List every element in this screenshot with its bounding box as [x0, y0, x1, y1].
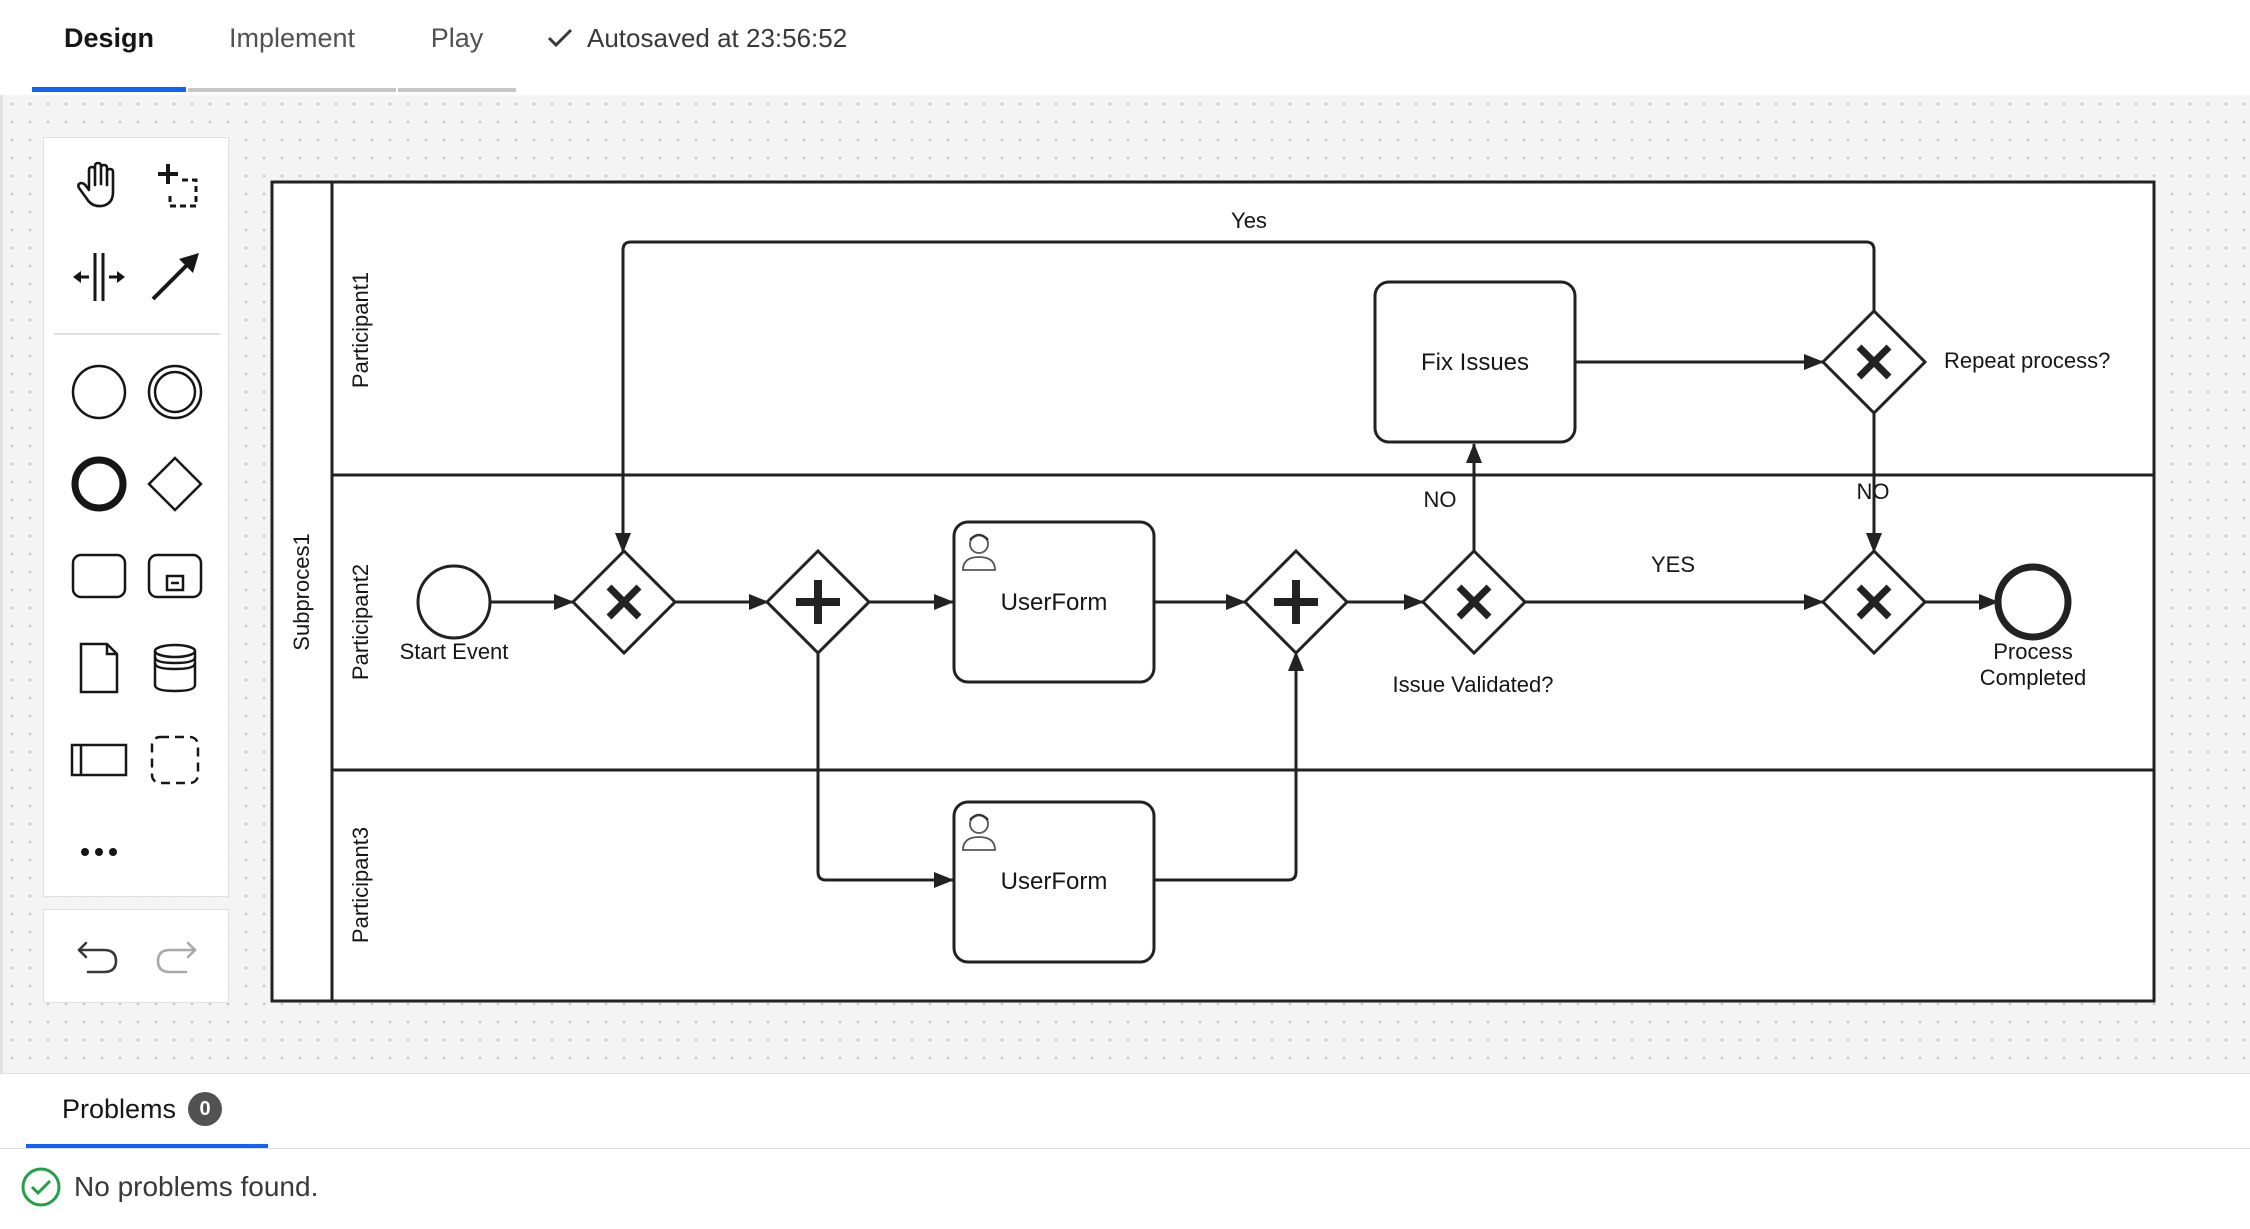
lane-label-participant2: Participant2 — [348, 564, 373, 680]
parallel-gateway-2[interactable] — [1242, 548, 1350, 656]
connect-tool-icon[interactable] — [140, 242, 210, 312]
start-event-label: Start Event — [400, 639, 509, 664]
end-event[interactable] — [1994, 563, 2072, 641]
flow-label-no-repeat: NO — [1857, 479, 1890, 504]
tab-design[interactable]: Design — [32, 0, 186, 92]
top-tab-bar: Design Implement Play Autosaved at 23:56… — [0, 0, 2250, 96]
problems-message-text: No problems found. — [74, 1171, 319, 1202]
user-icon — [962, 813, 996, 851]
flow-userform2-to-parallel2 — [1155, 651, 1304, 882]
more-icon[interactable] — [64, 817, 134, 887]
problems-panel: Problems 0 No problems found. — [0, 1073, 2250, 1229]
check-circle-icon — [21, 1167, 61, 1207]
userform-1-label: UserForm — [1001, 589, 1108, 616]
pool-label: Subproces1 — [289, 533, 314, 650]
group-icon[interactable] — [140, 725, 210, 795]
gateway-repeat-process-label: Repeat process? — [1944, 348, 2110, 373]
hand-tool-icon[interactable] — [64, 150, 134, 220]
gateway-issue-validated-label: Issue Validated? — [1392, 672, 1553, 697]
user-task-userform-1[interactable]: UserForm — [952, 520, 1156, 684]
flow-label-yes-validated: YES — [1651, 552, 1695, 577]
exclusive-gateway-repeat-process[interactable] — [1820, 308, 1928, 416]
user-icon — [962, 533, 996, 571]
undo-icon[interactable] — [64, 922, 134, 992]
lane-label-participant3: Participant3 — [348, 827, 373, 943]
end-event-label-line2: Completed — [1980, 665, 2086, 690]
problems-message: No problems found. — [20, 1162, 318, 1212]
user-task-userform-2[interactable]: UserForm — [952, 800, 1156, 964]
space-tool-icon[interactable] — [64, 242, 134, 312]
gateway-icon[interactable] — [140, 449, 210, 519]
lane-label-participant1: Participant1 — [348, 272, 373, 388]
data-object-icon[interactable] — [64, 633, 134, 703]
autosave-text: Autosaved at 23:56:52 — [587, 23, 848, 53]
palette-separator — [54, 333, 220, 335]
panel-divider — [0, 1148, 2250, 1149]
tab-problems[interactable]: Problems 0 — [26, 1074, 268, 1148]
flow-repeat-yes — [615, 240, 1876, 553]
problems-count-badge: 0 — [188, 1092, 223, 1126]
tab-implement[interactable]: Implement — [188, 0, 396, 92]
redo-icon[interactable] — [140, 922, 210, 992]
tool-palette — [43, 137, 229, 897]
history-controls — [43, 909, 229, 1003]
bpmn-diagram[interactable]: Subproces1 Participant1 Participant2 Par… — [3, 95, 2250, 1073]
start-event[interactable] — [416, 564, 492, 640]
parallel-gateway-1[interactable] — [764, 548, 872, 656]
autosave-status: Autosaved at 23:56:52 — [545, 0, 847, 76]
exclusive-gateway-issue-validated[interactable] — [1420, 548, 1528, 656]
end-event-label-line1: Process — [1993, 639, 2072, 664]
lasso-tool-icon[interactable] — [140, 150, 210, 220]
subprocess-icon[interactable] — [140, 541, 210, 611]
userform-2-label: UserForm — [1001, 868, 1108, 895]
pool-icon[interactable] — [64, 725, 134, 795]
diagram-canvas[interactable]: Subproces1 Participant1 Participant2 Par… — [0, 95, 2250, 1073]
fix-issues-label: Fix Issues — [1421, 349, 1529, 376]
flow-parallel1-to-userform2 — [816, 652, 954, 888]
flow-label-no-validated: NO — [1424, 487, 1457, 512]
end-event-icon[interactable] — [64, 449, 134, 519]
problems-tab-label: Problems — [62, 1093, 177, 1124]
exclusive-gateway-1[interactable] — [570, 548, 678, 656]
exclusive-gateway-merge[interactable] — [1820, 548, 1928, 656]
data-store-icon[interactable] — [140, 633, 210, 703]
checkmark-icon — [547, 28, 573, 48]
start-event-icon[interactable] — [64, 357, 134, 427]
task-icon[interactable] — [64, 541, 134, 611]
intermediate-event-icon[interactable] — [140, 357, 210, 427]
flow-label-yes: Yes — [1231, 208, 1267, 233]
tab-play[interactable]: Play — [398, 0, 516, 92]
task-fix-issues[interactable]: Fix Issues — [1373, 280, 1577, 444]
